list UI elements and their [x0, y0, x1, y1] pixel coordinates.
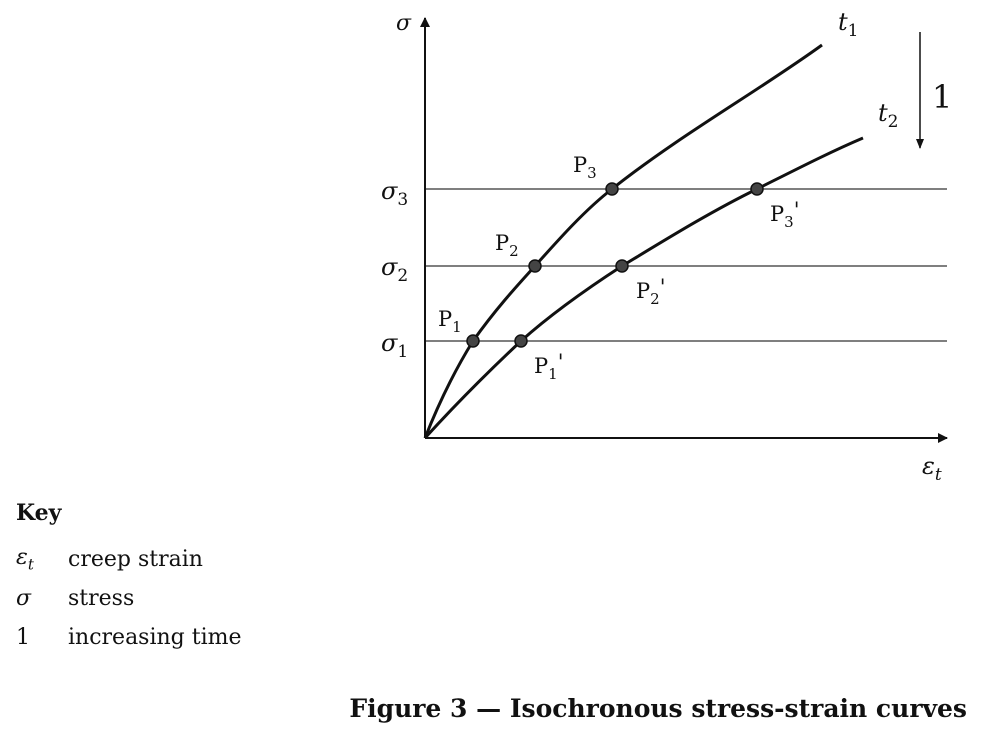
point-p1-prime — [514, 334, 528, 348]
figure-caption: Figure 3 — Isochronous stress-strain cur… — [349, 694, 967, 723]
curve-t1-subscript: 1 — [848, 21, 859, 41]
sigma1-subscript: 1 — [397, 342, 408, 362]
point-p1-label: P1 — [438, 307, 462, 336]
point-p1-subscript: 1 — [452, 318, 462, 336]
point-p3 — [605, 182, 619, 196]
key-text-stress: stress — [68, 586, 135, 611]
point-p1-prime-symbol: P — [534, 354, 548, 378]
y-axis-label: σ — [396, 11, 412, 36]
sigma2-label: σ2 — [381, 253, 408, 286]
point-p3-label: P3 — [573, 153, 597, 182]
point-p2-prime — [615, 259, 629, 273]
x-axis-symbol: ε — [922, 452, 935, 480]
x-axis-subscript: t — [935, 465, 942, 485]
point-p2-label: P2 — [495, 231, 519, 260]
point-p3-prime-subscript: 3 — [784, 213, 794, 231]
point-p3-prime — [750, 182, 764, 196]
curve-t1 — [423, 43, 823, 439]
point-p2-prime-symbol: P — [636, 279, 650, 303]
sigma3-label: σ3 — [381, 177, 408, 210]
point-p2-prime-subscript: 2 — [650, 290, 660, 308]
sigma1-label: σ1 — [381, 329, 408, 362]
key-legend: Key εt creep strain σ stress 1 increasin… — [16, 500, 242, 657]
key-row-stress: σ stress — [16, 579, 242, 618]
sigma1-symbol: σ — [381, 329, 398, 357]
key-title: Key — [16, 500, 62, 526]
point-p1-symbol: P — [438, 307, 452, 331]
key-text-creep-strain: creep strain — [68, 547, 203, 572]
key-symbol-epsilon-t: εt — [16, 545, 34, 574]
curve-t2-label: t2 — [878, 99, 898, 132]
point-p3-prime-symbol: P — [770, 202, 784, 226]
point-p3-prime-label: P3' — [770, 198, 799, 231]
point-p2-symbol: P — [495, 231, 509, 255]
sigma3-subscript: 3 — [397, 190, 408, 210]
key-symbol-sigma: σ — [16, 586, 32, 611]
key-row-creep-strain: εt creep strain — [16, 540, 242, 579]
point-p3-symbol: P — [573, 153, 587, 177]
isochronous-diagram: 1 σ εt σ3 σ2 σ1 t1 t2 P1 P2 P3 P1' P2' P… — [381, 8, 952, 485]
point-p1-prime-subscript: 1 — [548, 365, 558, 383]
curve-t2-symbol: t — [878, 99, 888, 127]
point-p1-prime-label: P1' — [534, 350, 563, 383]
point-p2-prime-label: P2' — [636, 275, 665, 308]
point-p1-prime-mark: ' — [558, 350, 564, 374]
point-p3-prime-mark: ' — [794, 198, 800, 222]
key-text-increasing-time: increasing time — [68, 625, 242, 650]
point-p2 — [528, 259, 542, 273]
point-p2-prime-mark: ' — [660, 275, 666, 299]
point-p1 — [466, 334, 480, 348]
sigma3-symbol: σ — [381, 177, 398, 205]
increasing-time-arrow-label: 1 — [932, 78, 952, 116]
x-axis-label: εt — [922, 452, 942, 485]
curve-t1-label: t1 — [838, 8, 858, 41]
point-p3-subscript: 3 — [587, 164, 597, 182]
sigma2-subscript: 2 — [397, 266, 408, 286]
sigma2-symbol: σ — [381, 253, 398, 281]
point-p2-subscript: 2 — [509, 242, 519, 260]
key-row-increasing-time: 1 increasing time — [16, 618, 242, 657]
curve-t2-subscript: 2 — [888, 112, 899, 132]
curve-t1-symbol: t — [838, 8, 848, 36]
key-symbol-1: 1 — [16, 625, 30, 650]
